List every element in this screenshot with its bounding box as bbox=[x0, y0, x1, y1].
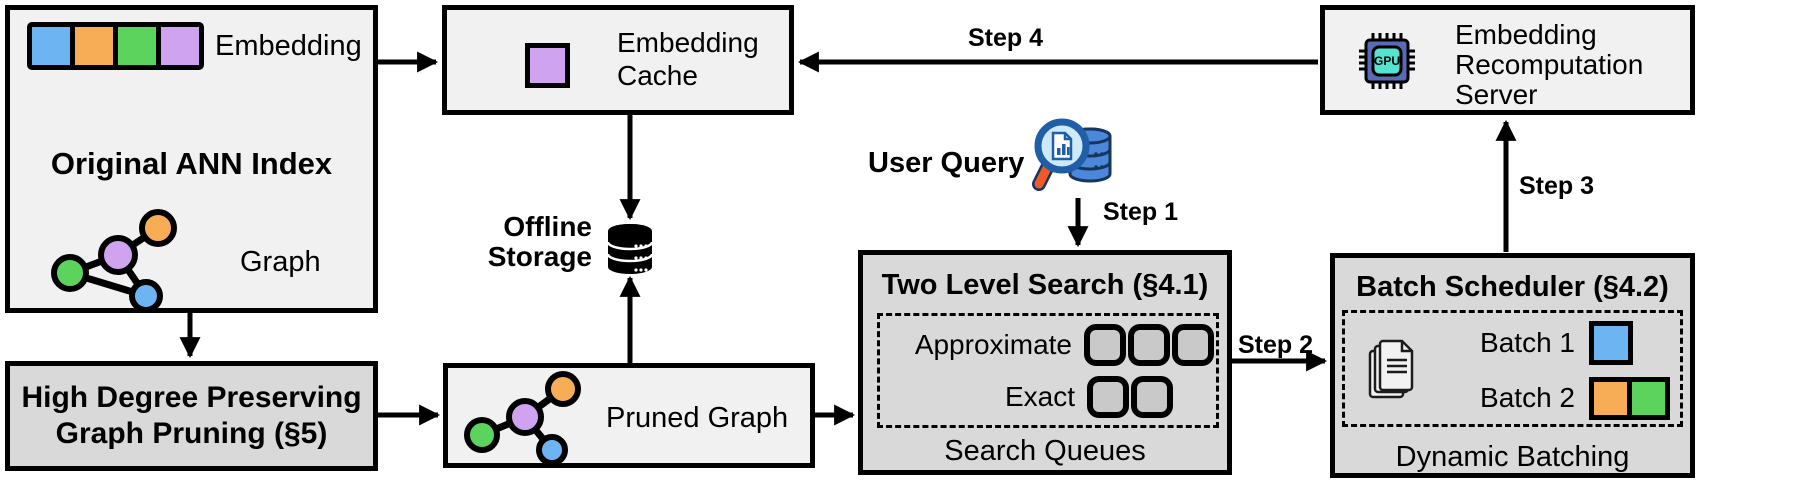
embedding-cache-box: Embedding Cache bbox=[442, 5, 794, 115]
offline-storage-line2: Storage bbox=[487, 241, 592, 272]
batch2-items bbox=[1589, 376, 1670, 420]
graph-label: Graph bbox=[240, 246, 321, 278]
search-queues-footer: Search Queues bbox=[944, 435, 1146, 467]
dynamic-batching-footer: Dynamic Batching bbox=[1395, 441, 1630, 473]
batch2-item-orange bbox=[1594, 381, 1627, 415]
queue-slot bbox=[1131, 376, 1173, 418]
queue-slot bbox=[1087, 376, 1129, 418]
dynamic-batching-panel: Batch 1 Batch 2 bbox=[1342, 310, 1683, 427]
server-line3: Server bbox=[1455, 79, 1538, 110]
original-ann-index-title: Original ANN Index bbox=[50, 146, 333, 181]
step3-label: Step 3 bbox=[1519, 172, 1595, 200]
batch1-item-blue bbox=[1589, 321, 1633, 365]
gpu-icon: GPU bbox=[1359, 33, 1415, 89]
embedding-cache-line1: Embedding bbox=[617, 27, 759, 58]
embedding-cell-orange bbox=[75, 27, 113, 65]
step4-label: Step 4 bbox=[968, 24, 1044, 52]
step1-label: Step 1 bbox=[1103, 198, 1179, 226]
approximate-queue-label: Approximate bbox=[914, 329, 1072, 360]
queue-slot bbox=[1128, 324, 1170, 366]
database-icon bbox=[606, 224, 654, 274]
pruned-graph-icon bbox=[464, 371, 581, 466]
documents-icon bbox=[1368, 339, 1414, 399]
two-level-search-title: Two Level Search (§4.1) bbox=[881, 269, 1209, 301]
two-level-search-box: Two Level Search (§4.1) Approximate Exac… bbox=[858, 250, 1232, 475]
search-queues-panel: Approximate Exact bbox=[877, 313, 1219, 428]
query-search-icon bbox=[1032, 118, 1112, 191]
batch2-item-green bbox=[1632, 381, 1665, 415]
user-query-label: User Query bbox=[868, 147, 1025, 179]
ann-graph-icon bbox=[51, 209, 177, 313]
embedding-cell-green bbox=[118, 27, 156, 65]
queue-slot bbox=[1084, 324, 1126, 366]
pruned-graph-label: Pruned Graph bbox=[606, 402, 789, 434]
offline-storage-line1: Offline bbox=[503, 211, 592, 242]
high-degree-pruning-line2: Graph Pruning (§5) bbox=[55, 417, 328, 450]
embedding-cell-purple bbox=[161, 27, 199, 65]
high-degree-pruning-line1: High Degree Preserving bbox=[21, 381, 362, 414]
embedding-label: Embedding bbox=[215, 30, 362, 62]
approximate-queue-slots bbox=[1084, 324, 1216, 366]
embedding-recomputation-server-box: GPU Embedding Recomputation Server bbox=[1320, 5, 1695, 115]
exact-queue-label: Exact bbox=[1004, 381, 1075, 412]
embedding-strip-icon bbox=[27, 22, 204, 70]
embedding-cell-blue bbox=[32, 27, 70, 65]
high-degree-pruning-box: High Degree Preserving Graph Pruning (§5… bbox=[5, 361, 378, 471]
queue-slot bbox=[1172, 324, 1214, 366]
server-line1: Embedding bbox=[1455, 19, 1597, 50]
exact-queue-slots bbox=[1087, 376, 1175, 418]
pruned-graph-box: Pruned Graph bbox=[443, 363, 815, 468]
batch-scheduler-box: Batch Scheduler (§4.2) Batch 1 bbox=[1330, 253, 1695, 478]
batch-scheduler-title: Batch Scheduler (§4.2) bbox=[1356, 271, 1669, 303]
server-line2: Recomputation bbox=[1455, 49, 1644, 80]
cached-embedding-icon bbox=[525, 43, 570, 88]
gpu-icon-label: GPU bbox=[1374, 54, 1400, 68]
original-ann-index-box: Embedding Original ANN Index Graph bbox=[5, 5, 378, 313]
batch1-label: Batch 1 bbox=[1480, 327, 1575, 358]
batch2-label: Batch 2 bbox=[1480, 382, 1575, 413]
embedding-cache-line2: Cache bbox=[617, 60, 698, 91]
step2-label: Step 2 bbox=[1238, 331, 1314, 359]
